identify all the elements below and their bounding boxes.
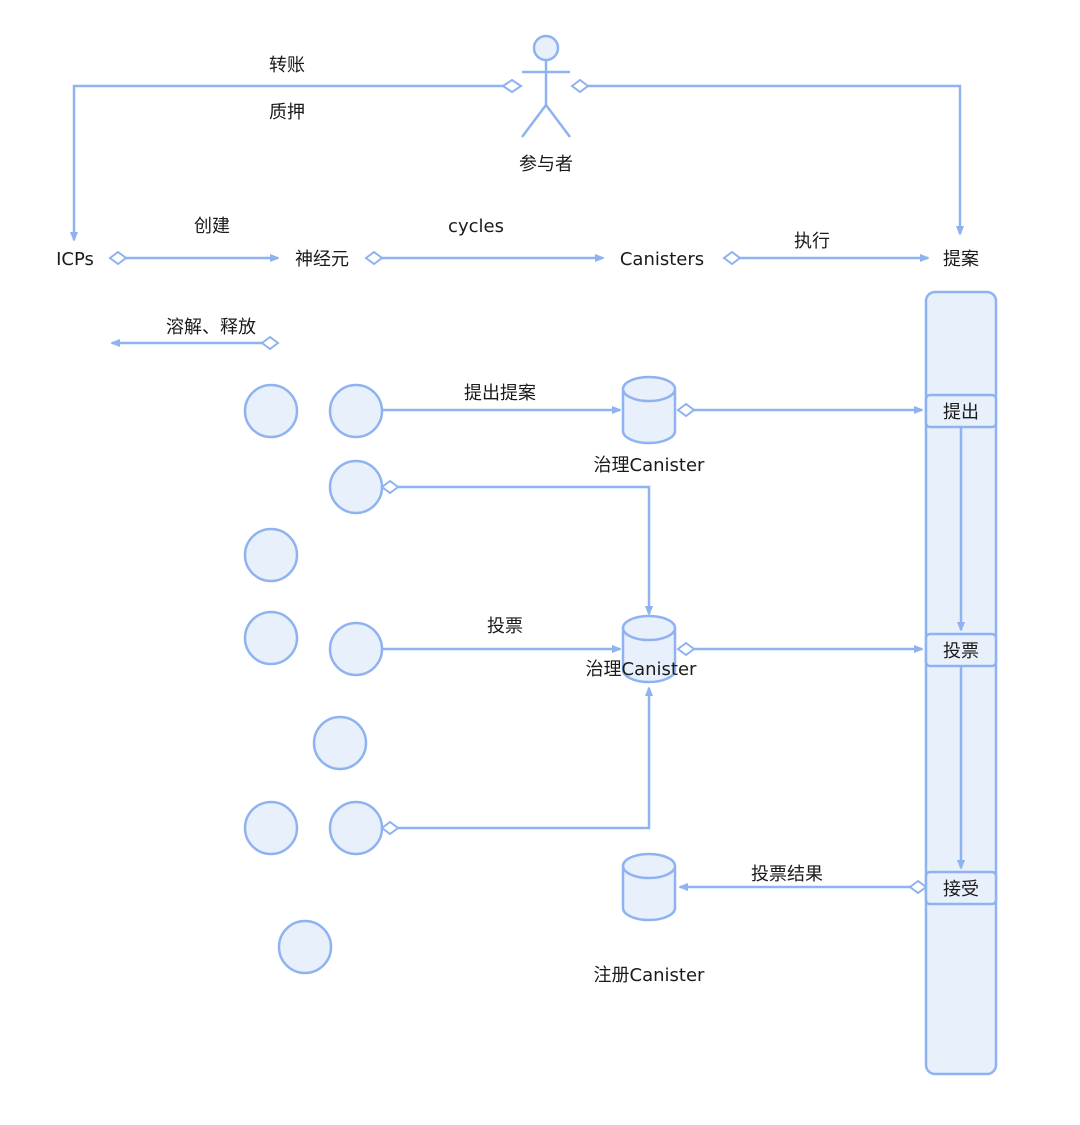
lane-label-submit: 提出 [943,402,979,423]
label-transfer: 转账 [269,55,305,76]
neuron-circle [328,621,384,677]
actor-label: 参与者 [519,154,573,175]
edge-label-execute: 执行 [794,231,830,252]
governance-canister-1-icon [621,375,677,445]
neuron-circle [328,800,384,856]
governance-canister-2-icon [621,614,677,684]
lane-label-vote: 投票 [943,641,979,662]
neuron-circles [243,383,384,975]
label-vote: 投票 [487,616,523,637]
neuron-circle [328,383,384,439]
edge-canisters-to-proposal [722,250,928,266]
node-neurons: 神经元 [295,249,349,270]
edge-neuron-to-canister2-bottom [380,688,649,836]
neuron-circle [243,383,299,439]
neuron-circle [328,459,384,515]
label-submit-proposal: 提出提案 [464,383,536,404]
registry-canister-label: 注册Canister [594,965,706,986]
governance-canister-1-label: 治理Canister [594,455,706,476]
edge-icps-to-neurons [108,250,278,266]
edge-neurons-to-canisters [364,250,603,266]
label-vote-result: 投票结果 [751,864,823,885]
edge-label-create: 创建 [194,216,230,237]
edge-vote-result [680,879,928,895]
edge-actor-to-proposal [570,78,960,234]
edge-label-cycles: cycles [448,216,504,237]
node-proposal: 提案 [943,249,979,270]
edge-neuron-to-canister2-top [380,479,649,614]
edge-canister1-to-submit [676,402,922,418]
governance-canister-2-label: 治理Canister [586,659,698,680]
registry-canister-icon [621,852,677,922]
neuron-circle [312,715,368,771]
neuron-circle [243,527,299,583]
edge-dissolve [112,335,280,351]
node-icps: ICPs [56,249,94,270]
label-dissolve: 溶解、释放 [166,317,256,338]
edge-actor-to-icps [74,78,523,240]
label-stake: 质押 [269,102,305,123]
neuron-circle [243,610,299,666]
edge-canister2-to-vote [676,641,922,657]
neuron-circle [277,919,333,975]
actor-figure [521,34,571,138]
lane-label-accept: 接受 [943,879,979,900]
neuron-circle [243,800,299,856]
lane-step-accept [924,870,998,906]
node-canisters: Canisters [620,249,704,270]
